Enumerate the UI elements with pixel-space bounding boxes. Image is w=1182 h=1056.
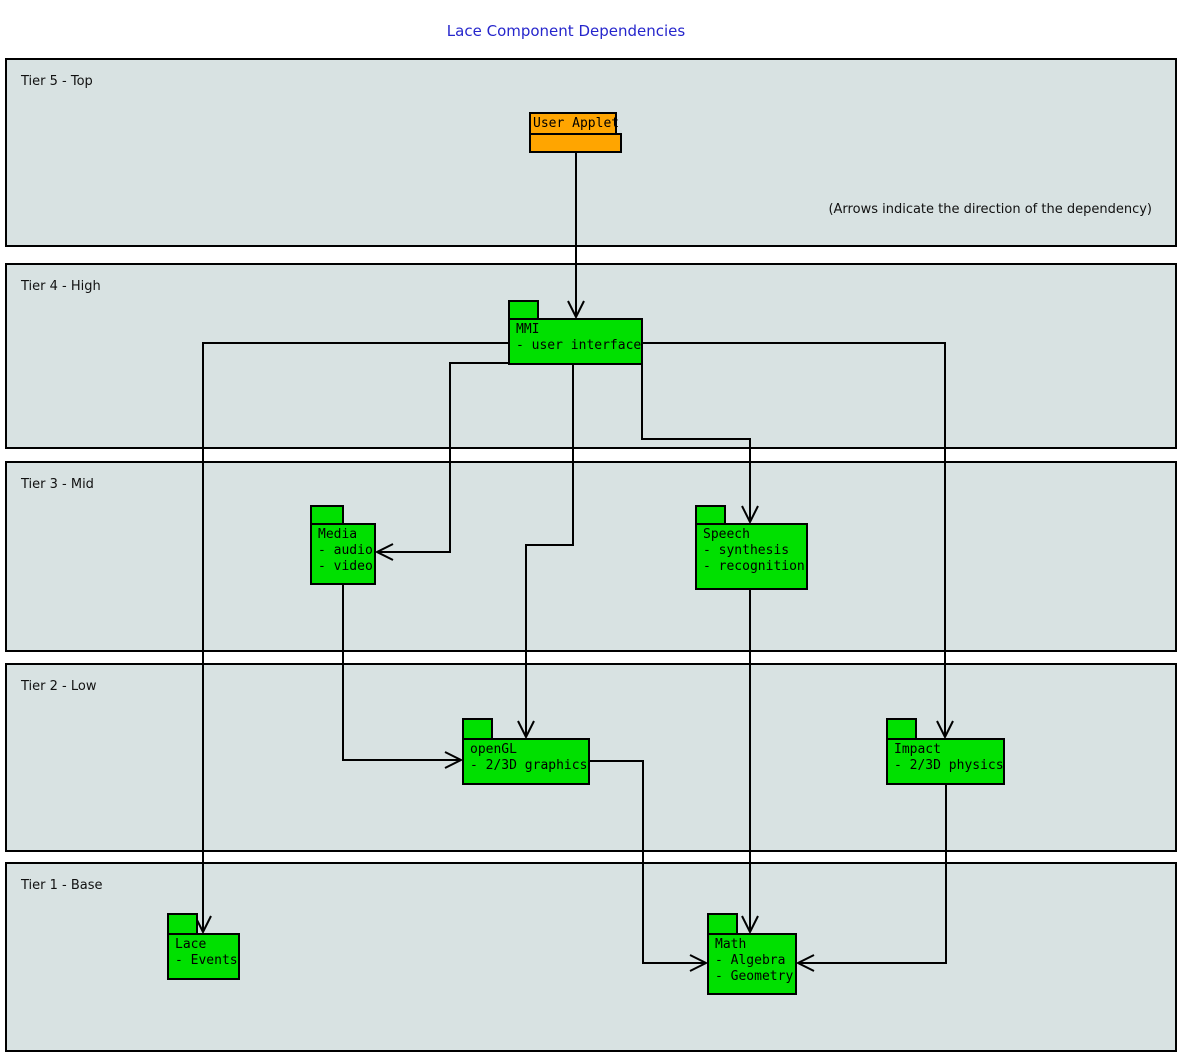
component-lace-detail: - Events	[175, 953, 238, 968]
component-opengl-detail: - 2/3D graphics	[470, 758, 588, 773]
component-media-detail-2: - video	[318, 559, 373, 574]
tier-3-label: Tier 3 - Mid	[21, 477, 94, 492]
tier-1-label: Tier 1 - Base	[21, 878, 103, 893]
edge-opengl-to-math	[590, 760, 709, 972]
component-mmi-label: MMI	[516, 322, 540, 337]
component-opengl-label: openGL	[470, 742, 517, 757]
component-media-body: Media - audio - video	[310, 523, 376, 585]
component-lace-body: Lace - Events	[167, 933, 240, 980]
edge-user-applet-to-mmi	[567, 153, 585, 320]
component-speech-body: Speech - synthesis - recognition	[695, 523, 808, 590]
edge-media-to-opengl	[342, 585, 464, 769]
component-mmi-tab	[508, 300, 539, 320]
component-speech-tab	[695, 505, 726, 525]
component-impact-body: Impact - 2/3D physics	[886, 738, 1005, 785]
component-impact-label: Impact	[894, 742, 941, 757]
component-opengl-tab	[462, 718, 493, 740]
component-impact-tab	[886, 718, 917, 740]
component-lace-tab	[167, 913, 198, 935]
tier-2-label: Tier 2 - Low	[21, 679, 97, 694]
component-speech-detail-1: - synthesis	[703, 543, 790, 558]
edge-mmi-to-media	[374, 362, 508, 561]
component-user-applet-body	[529, 133, 622, 153]
edge-speech-to-math	[741, 590, 759, 935]
arrow-direction-note: (Arrows indicate the direction of the de…	[828, 202, 1152, 217]
edge-mmi-to-lace	[194, 342, 508, 935]
edge-mmi-to-speech	[641, 365, 759, 525]
diagram-title: Lace Component Dependencies	[446, 22, 686, 40]
component-math-tab	[707, 913, 738, 935]
component-mmi-detail: - user interface	[516, 338, 642, 353]
tier-band-2-low: Tier 2 - Low	[5, 663, 1177, 852]
component-impact-detail: - 2/3D physics	[894, 758, 1004, 773]
component-math-label: Math	[715, 937, 747, 952]
component-media-detail-1: - audio	[318, 543, 373, 558]
component-media-label: Media	[318, 527, 358, 542]
edge-impact-to-math	[795, 785, 947, 972]
component-math-detail-1: - Algebra	[715, 953, 786, 968]
component-lace-label: Lace	[175, 937, 207, 952]
tier-4-label: Tier 4 - High	[21, 279, 101, 294]
component-math-detail-2: - Geometry	[715, 969, 794, 984]
tier-band-3-mid: Tier 3 - Mid	[5, 461, 1177, 652]
component-mmi-body: MMI - user interface	[508, 318, 643, 365]
tier-5-label: Tier 5 - Top	[21, 74, 93, 89]
component-speech-detail-2: - recognition	[703, 559, 805, 574]
edge-mmi-to-opengl	[517, 365, 574, 740]
component-speech-label: Speech	[703, 527, 750, 542]
component-user-applet-tab: User Applet	[529, 112, 620, 135]
component-opengl-body: openGL - 2/3D graphics	[462, 738, 590, 785]
component-user-applet-label: User Applet	[533, 116, 620, 131]
component-media-tab	[310, 505, 344, 525]
component-math-body: Math - Algebra - Geometry	[707, 933, 797, 995]
edge-mmi-to-impact	[643, 342, 954, 740]
